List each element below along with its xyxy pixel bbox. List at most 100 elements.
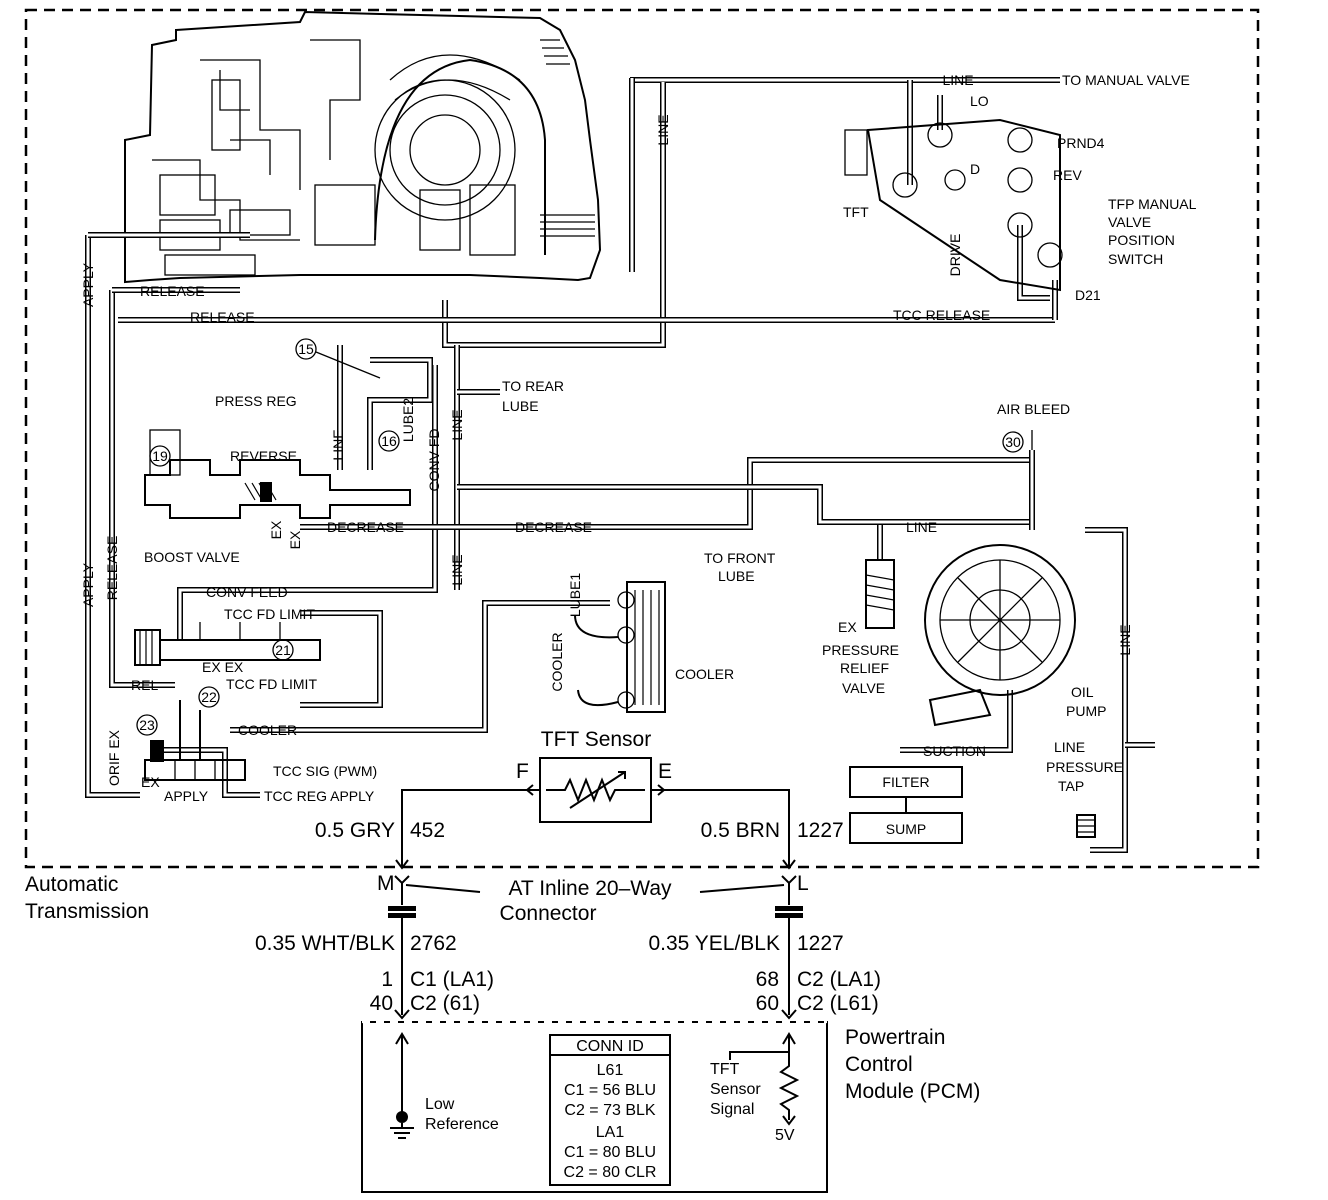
right-pin-a-number: 68 [756,968,779,991]
pcm-box [361,1021,828,1193]
label-lube2: LUBE2 [400,398,416,443]
label-rev: REV [1053,167,1082,183]
hydraulic-passages [85,77,1155,853]
pcm-title: Powertrain Control Module (PCM) [845,1026,980,1103]
right-pin-b-number: 60 [756,992,779,1015]
label-ex-3: EX [838,619,857,635]
pcm-title-2: Control [845,1053,913,1076]
label-oil-2: PUMP [1066,703,1106,719]
label-d21: D21 [1075,287,1101,303]
label-cooler-2: COOLER [238,722,297,738]
label-oil-1: OIL [1071,684,1094,700]
label-drive: DRIVE [947,234,963,277]
label-apply-vert-2: APPLY [80,562,96,607]
electrical-wires [388,789,803,1020]
label-ex-4: EX [141,774,160,790]
label-ex-2: EX [287,530,303,549]
label-line-right: LINE [906,519,937,535]
conn-id-row: L61 [597,1062,624,1079]
tft-signal-2: Sensor [710,1081,761,1098]
label-tcc-release: TCC RELEASE [893,307,990,323]
label-sump: SUMP [886,821,926,837]
label-tcc-fd-limit-2: TCC FD LIMIT [226,676,317,692]
left-pin-a-number: 1 [381,968,393,991]
label-tfp-4: SWITCH [1108,251,1163,267]
label-line-v2: LINE [449,409,465,440]
left-wire-gauge: 0.5 GRY [315,819,395,842]
left-wire-circuit-2: 2762 [410,932,457,955]
callout-22: 22 [201,689,217,705]
tft-signal-1: TFT [710,1061,740,1078]
label-decrease-2: DECREASE [515,519,592,535]
tft-pin-f: F [516,760,529,783]
label-pressure-2: RELIEF [840,660,889,676]
connector-name-1: AT Inline 20–Way [508,877,672,900]
transmission-case-drawing [124,10,602,284]
label-release-2: RELEASE [190,309,255,325]
transmission-boundary [24,8,1260,869]
label-line-v3: LINE [330,429,346,460]
pin-l: L [797,872,809,895]
low-reference-2: Reference [425,1116,499,1133]
label-conv-feed: CONV FEED [206,584,288,600]
label-line-top: LINE [942,72,973,88]
label-boost-valve: BOOST VALVE [144,549,240,565]
label-reverse: REVERSE [230,448,297,464]
label-apply-vert-1: APPLY [80,262,96,307]
pcm-module [361,1020,828,1193]
pcm-title-1: Powertrain [845,1026,945,1049]
label-to-rear-1: TO REAR [502,378,564,394]
valve-body-drawing [134,118,1096,844]
label-filter: FILTER [882,774,929,790]
label-tcc-fd-limit-1: TCC FD LIMIT [224,606,315,622]
callout-circles [136,338,1024,736]
transmission-label-2: Transmission [25,900,149,923]
label-air-bleed: AIR BLEED [997,401,1070,417]
right-wire-circuit-2: 1227 [797,932,844,955]
label-decrease-1: DECREASE [327,519,404,535]
label-tcc-sig: TCC SIG (PWM) [273,763,377,779]
label-lpt-1: LINE [1054,739,1085,755]
label-line-v5: LINE [1117,624,1133,655]
pcm-labels: Low Reference TFT Sensor Signal 5V [425,1061,795,1144]
label-to-manual-valve: TO MANUAL VALVE [1062,72,1190,88]
label-lpt-3: TAP [1058,778,1084,794]
pcm-title-3: Module (PCM) [845,1080,980,1103]
label-ex-1: EX [268,520,284,539]
label-tft: TFT [843,204,869,220]
left-pin-b-connector: C2 (61) [410,992,480,1015]
label-suction: SUCTION [923,743,986,759]
label-lpt-2: PRESSURE [1046,759,1123,775]
right-pin-a-connector: C2 (LA1) [797,968,881,991]
conn-id-row: C2 = 80 CLR [564,1164,657,1181]
callout-15: 15 [298,341,314,357]
callout-16: 16 [381,433,397,449]
label-conv-fd: CONV FD [426,429,442,492]
label-cooler-vert: COOLER [549,632,565,691]
callout-30: 30 [1005,434,1021,450]
label-ex-ex: EX EX [202,659,244,675]
conn-id-row: C1 = 80 BLU [564,1144,656,1161]
pin-m: M [377,872,395,895]
tft-pin-e: E [658,760,672,783]
conn-id-row: LA1 [596,1124,625,1141]
label-rel: REL [131,677,158,693]
transmission-label-1: Automatic [25,873,118,896]
conn-id-row: C2 = 73 BLK [564,1102,656,1119]
label-d: D [970,161,980,177]
label-press-reg: PRESS REG [215,393,297,409]
label-cooler: COOLER [675,666,734,682]
label-tcc-reg-apply: TCC REG APPLY [264,788,375,804]
conn-id-header: CONN ID [576,1038,644,1055]
label-pressure-3: VALVE [842,680,885,696]
label-lube1: LUBE1 [567,573,583,618]
transmission-label: Automatic Transmission [25,873,149,923]
conn-id-table: CONN ID L61 C1 = 56 BLU C2 = 73 BLK LA1 … [549,1034,671,1186]
label-tfp-3: POSITION [1108,232,1175,248]
label-tfp-2: VALVE [1108,214,1151,230]
left-pin-b-number: 40 [370,992,393,1015]
label-lo: LO [970,93,989,109]
hydraulic-labels: LINE TO MANUAL VALVE LINE LO PRND4 REV D… [80,72,1197,837]
label-to-rear-2: LUBE [502,398,539,414]
